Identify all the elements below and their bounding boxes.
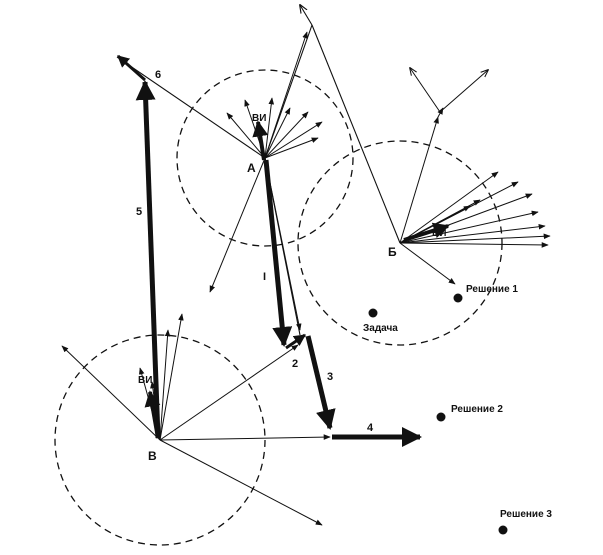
circle-v	[54, 334, 266, 546]
solution-2-label: Решение 2	[451, 404, 503, 415]
solution-3-point	[498, 525, 508, 535]
circle-a	[176, 69, 354, 247]
search-circles	[54, 69, 503, 546]
vi-a-label: ВИ	[252, 113, 266, 124]
step-3-arrow	[305, 335, 336, 430]
vi-b-label: ВИ	[432, 228, 446, 239]
vi-arrows	[144, 120, 450, 439]
step-5-arrow	[135, 80, 161, 439]
task-label: Задача	[363, 323, 398, 334]
circle-b	[297, 140, 503, 346]
step-2-label: 2	[292, 358, 298, 370]
step-6-label: 6	[155, 69, 161, 81]
step-1-arrow	[263, 159, 293, 347]
node-a-label: А	[247, 161, 256, 175]
search-path	[264, 5, 401, 244]
rays-v	[61, 313, 331, 526]
step-1-label: I	[263, 271, 266, 283]
rays-b-branch	[410, 68, 488, 118]
step-4-label: 4	[367, 422, 374, 434]
step-arrows	[117, 54, 422, 447]
solution-3-label: Решение 3	[500, 509, 552, 520]
vi-v-label: ВИ	[138, 375, 152, 386]
node-b-label: Б	[388, 245, 397, 259]
step-5-label: 5	[136, 206, 142, 218]
solution-1-label: Решение 1	[466, 284, 518, 295]
task-point	[368, 308, 378, 318]
node-v-label: В	[148, 449, 157, 463]
step-2-arrow	[285, 333, 306, 350]
solution-1-point	[453, 293, 463, 303]
rays-b	[399, 116, 551, 285]
step-6-arrow	[117, 54, 146, 82]
points	[368, 293, 508, 535]
solution-2-point	[436, 412, 446, 422]
step-3-label: 3	[327, 371, 333, 383]
